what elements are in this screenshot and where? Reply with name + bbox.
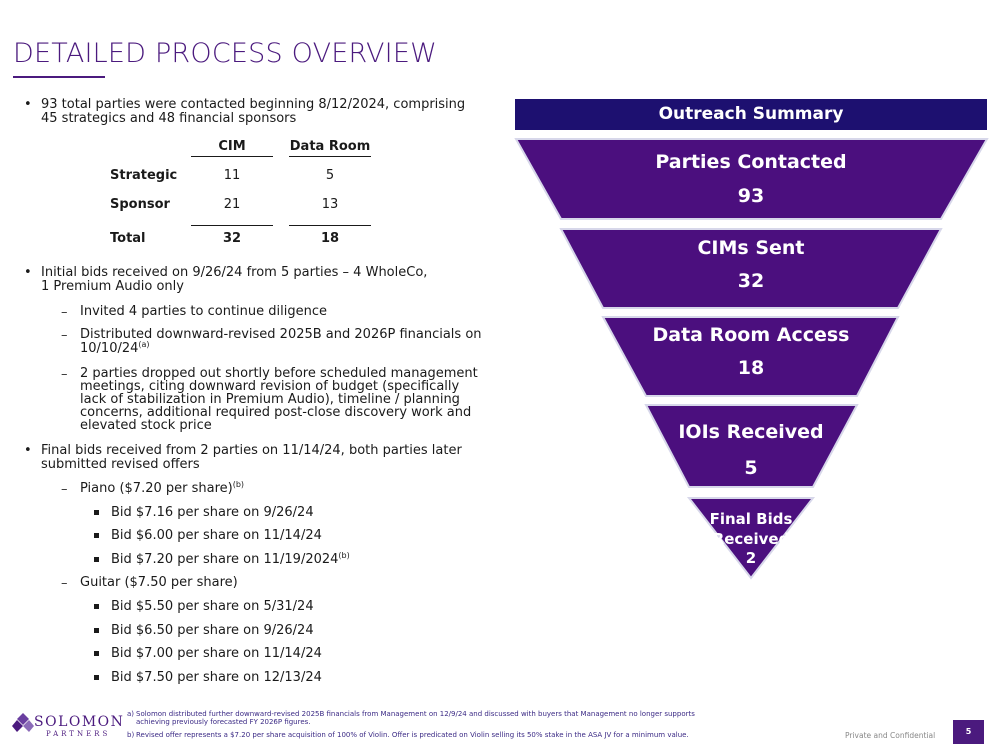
sub-bullet-text: meetings, citing downward revision of bu… [80,379,460,394]
bid-item: Bid $7.50 per share on 12/13/24 [111,670,322,685]
logo-subtitle: PARTNERS [46,730,111,738]
footnote-ref: (a) [138,340,150,349]
funnel-stage-value: 5 [744,457,758,479]
bid-item: Bid $7.00 per share on 11/14/24 [111,646,322,661]
sub-bullet-text: 2 parties dropped out shortly before sch… [80,366,478,381]
table-cell: 11 [223,168,241,183]
square-bullet [94,604,99,609]
funnel-stage-value: 18 [737,357,765,379]
funnel-stage-label: Data Room Access [652,324,850,346]
dash-marker: – [61,576,68,591]
footnote-b: Revised offer represents a $7.20 per sha… [136,731,689,739]
funnel-stage-value: 2 [745,549,757,567]
table-total-cell: 32 [222,231,242,246]
table-total-label: Total [110,231,146,246]
funnel-stage-label: IOIs Received [678,421,824,443]
square-bullet [94,557,99,562]
square-bullet [94,628,99,633]
funnel-stage-iois-received [644,404,859,488]
dash-marker: – [61,367,68,382]
bullet-text: 45 strategics and 48 financial sponsors [41,111,297,126]
confidential-label: Private and Confidential [845,731,936,740]
footnote-a: achieving previously forecasted FY 2026P… [136,718,311,726]
funnel-stage-value: 32 [737,270,765,292]
footnote-mark: a) [127,710,135,718]
sub-bullet-text: elevated stock price [80,418,212,433]
table-header-data-room: Data Room [289,139,371,154]
bid-item: Bid $6.00 per share on 11/14/24 [111,528,322,543]
bullet-dot: • [24,443,32,458]
table-cell: 13 [321,197,339,212]
sub-bullet-text: Distributed downward-revised 2025B and 2… [80,327,482,342]
funnel-stage-parties-contacted [514,138,989,220]
sub-bullet-text: lack of stabilization in Premium Audio),… [80,392,460,407]
bid-item: Bid $5.50 per share on 5/31/24 [111,599,314,614]
square-bullet [94,533,99,538]
square-bullet [94,510,99,515]
funnel-stage-data-room-access [601,316,900,397]
solomon-logo-icon [12,713,34,732]
table-row-label: Sponsor [110,197,170,212]
bid-item: Bid $7.16 per share on 9/26/24 [111,505,314,520]
sub-bullet-text: Invited 4 parties to continue diligence [80,304,327,319]
square-bullet [94,651,99,656]
funnel-stage-label: Parties Contacted [655,151,847,173]
dash-marker: – [61,482,68,497]
table-cell: 5 [325,168,335,183]
bullet-dot: • [24,97,32,112]
table-row-label: Strategic [110,168,178,183]
bid-item: Bid $7.20 per share on 11/19/2024(b) [111,551,350,567]
dash-marker: – [61,305,68,320]
funnel-stage-label: CIMs Sent [697,237,805,259]
outreach-summary-header: Outreach Summary [515,99,987,130]
dash-marker: – [61,328,68,343]
bullet-dot: • [24,265,32,280]
table-cell: 21 [223,197,241,212]
sub-bullet-text: concerns, additional required post-close… [80,405,472,420]
logo-wordmark: SOLOMON [34,714,125,730]
funnel-stage-value: 93 [737,185,765,207]
bullet-text: Final bids received from 2 parties on 11… [41,443,462,458]
table-header-cim: CIM [218,139,246,154]
piano-label: Piano ($7.20 per share)(b) [80,480,245,496]
bullet-text: 93 total parties were contacted beginnin… [41,97,466,112]
bullet-text: 1 Premium Audio only [41,279,184,294]
funnel-stage-final-bids-received [686,497,816,580]
funnel-stage-cims-sent [559,228,943,309]
bid-item: Bid $6.50 per share on 9/26/24 [111,623,314,638]
guitar-label: Guitar ($7.50 per share) [80,575,238,590]
table-rule [289,225,371,226]
page-title: DETAILED PROCESS OVERVIEW [13,38,438,69]
footnote-ref: (b) [232,480,245,489]
square-bullet [94,675,99,680]
funnel-stage-label: Final Bids Received [709,510,793,548]
title-underline [13,76,105,78]
page-number: 5 [953,720,984,744]
sub-bullet-text: 10/10/24(a) [80,340,150,356]
table-rule [289,156,371,157]
table-total-cell: 18 [320,231,340,246]
table-rule [191,225,273,226]
footnote-ref: (b) [338,551,350,560]
footnote-a: Solomon distributed further downward-rev… [136,710,695,718]
bullet-text: Initial bids received on 9/26/24 from 5 … [41,265,428,280]
bullet-text: submitted revised offers [41,457,200,472]
table-rule [191,156,273,157]
footnote-mark: b) [127,731,135,739]
